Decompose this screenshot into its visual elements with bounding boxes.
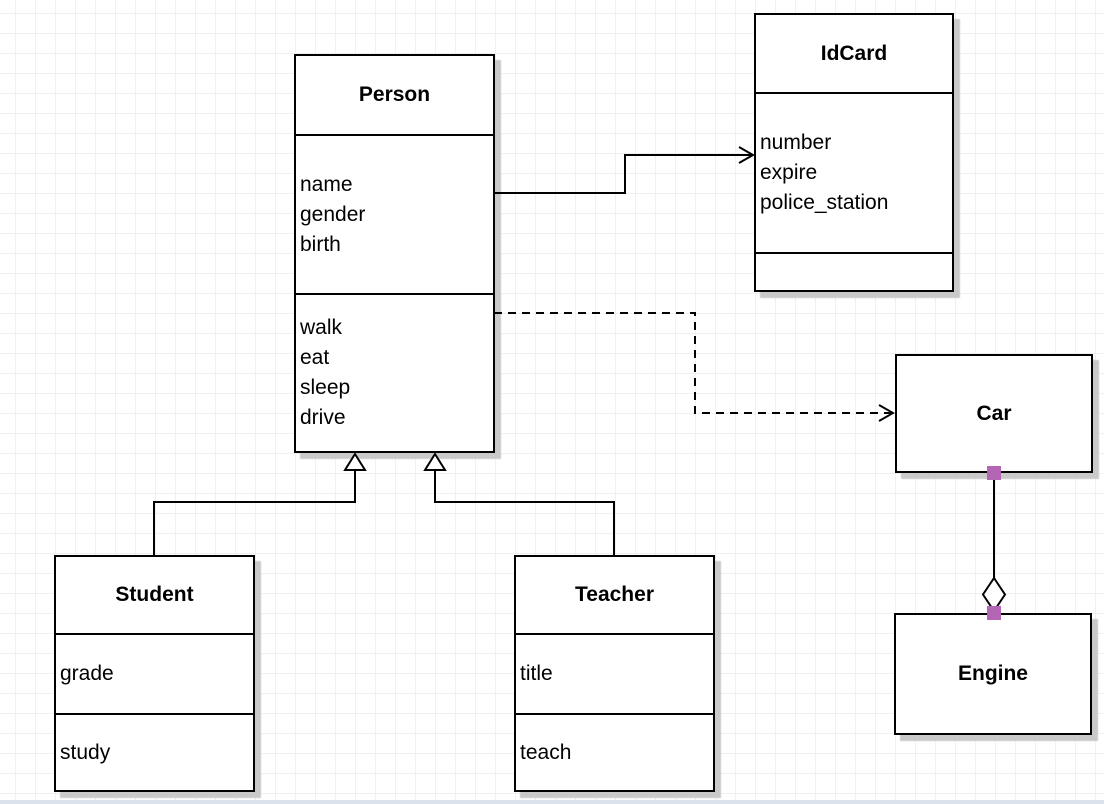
class-student-methods: study — [56, 713, 253, 790]
member-line: sleep — [300, 376, 351, 399]
edge-teacher-person[interactable] — [423, 452, 615, 555]
class-person[interactable]: Person name gender birth walk eat sleep drive — [294, 54, 495, 453]
edge-person-idcard[interactable] — [494, 146, 756, 194]
member-line: study — [60, 740, 111, 764]
class-teacher-attributes: title — [516, 633, 713, 713]
open-arrow-icon — [878, 404, 896, 422]
hollow-triangle-icon — [423, 452, 447, 471]
edge-person-car[interactable] — [494, 312, 896, 422]
class-idcard-title: IdCard — [820, 41, 888, 65]
member-line: teach — [520, 740, 572, 764]
class-student-attributes: grade — [56, 633, 253, 713]
class-idcard-methods — [756, 252, 952, 290]
open-arrow-icon — [738, 146, 756, 164]
class-person-methods: walk eat sleep drive — [296, 293, 493, 451]
member-line: police_station — [760, 191, 889, 214]
class-idcard-attributes: number expire police_station — [756, 92, 952, 252]
canvas-bottom-edge — [0, 800, 1104, 804]
class-teacher-title: Teacher — [575, 583, 654, 606]
member-line: expire — [760, 161, 818, 184]
class-teacher-methods: teach — [516, 713, 713, 790]
member-line: gender — [300, 202, 366, 226]
class-engine-title: Engine — [957, 662, 1028, 685]
class-student[interactable]: Student grade study — [54, 555, 255, 792]
edge-student-person[interactable] — [153, 452, 367, 555]
member-line: name — [300, 172, 353, 196]
class-person-title: Person — [358, 83, 431, 106]
class-person-attributes: name gender birth — [296, 134, 493, 293]
member-line: walk — [300, 316, 343, 339]
hollow-triangle-icon — [343, 452, 367, 471]
member-line: eat — [300, 346, 330, 369]
member-line: grade — [60, 662, 114, 685]
class-idcard[interactable]: IdCard number expire police_station — [754, 13, 954, 292]
edge-car-engine[interactable] — [981, 466, 1007, 620]
hollow-diamond-icon — [981, 576, 1007, 613]
class-student-title: Student — [115, 583, 194, 606]
class-car[interactable]: Car — [895, 354, 1093, 473]
class-teacher[interactable]: Teacher title teach — [514, 555, 715, 792]
class-engine[interactable]: Engine — [894, 613, 1092, 735]
class-car-title: Car — [976, 401, 1012, 425]
member-line: title — [520, 662, 553, 685]
member-line: number — [760, 131, 832, 154]
member-line: birth — [300, 232, 341, 256]
member-line: drive — [300, 406, 346, 429]
